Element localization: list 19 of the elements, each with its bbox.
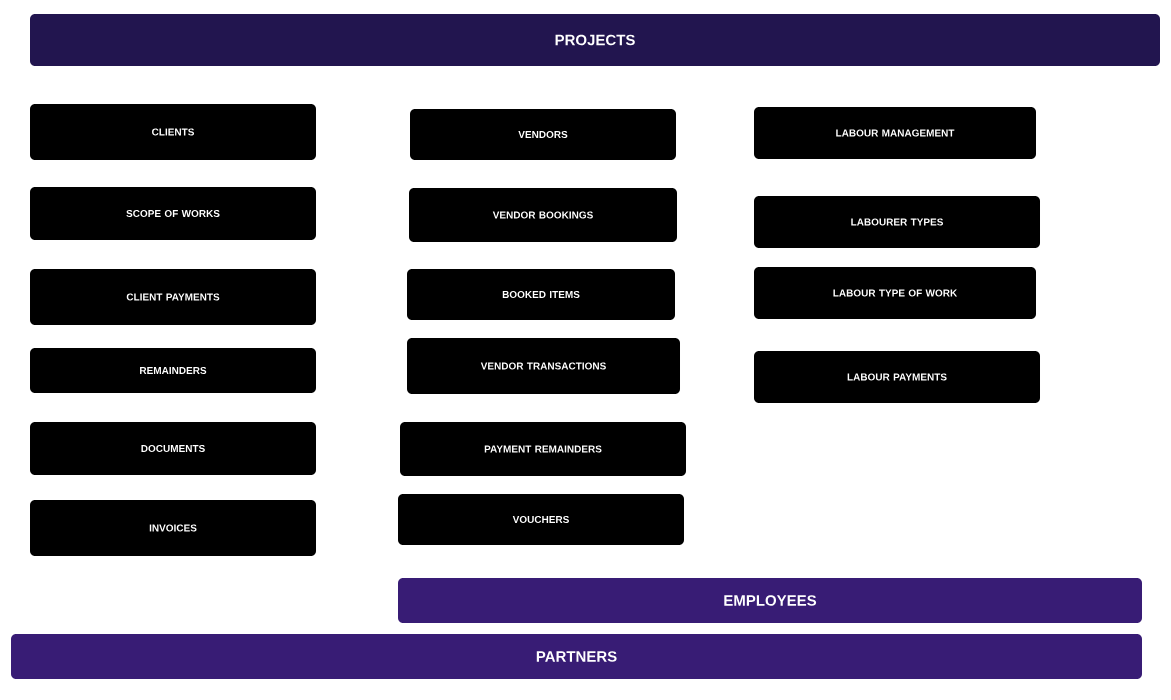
banner-bar: PROJECTS (30, 14, 1160, 66)
module-box: INVOICES (30, 500, 316, 556)
module-box: REMAINDERS (30, 348, 316, 393)
module-box: VENDOR TRANSACTIONS (407, 338, 680, 394)
module-box: LABOUR TYPE OF WORK (754, 267, 1036, 319)
module-box: VENDORS (410, 109, 676, 160)
module-box: SCOPE OF WORKS (30, 187, 316, 240)
module-box: DOCUMENTS (30, 422, 316, 475)
module-box: LABOUR MANAGEMENT (754, 107, 1036, 159)
banner-bar: EMPLOYEES (398, 578, 1142, 623)
module-box: LABOURER TYPES (754, 196, 1040, 248)
module-box: VOUCHERS (398, 494, 684, 545)
module-box: CLIENT PAYMENTS (30, 269, 316, 325)
module-box: CLIENTS (30, 104, 316, 160)
module-box: VENDOR BOOKINGS (409, 188, 677, 242)
banner-bar: PARTNERS (11, 634, 1142, 679)
module-box: BOOKED ITEMS (407, 269, 675, 320)
module-box: PAYMENT REMAINDERS (400, 422, 686, 476)
module-box: LABOUR PAYMENTS (754, 351, 1040, 403)
